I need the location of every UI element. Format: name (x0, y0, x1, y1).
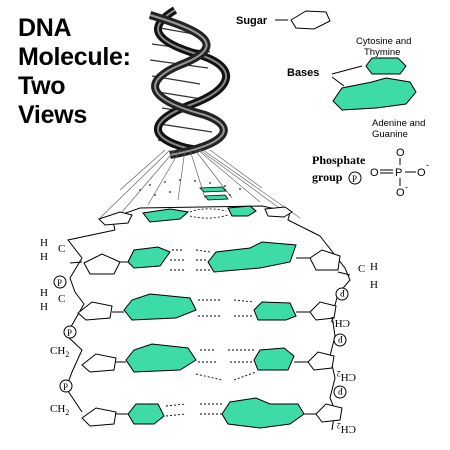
perspective-left-sugar (98, 211, 133, 226)
left-h-3: H (40, 287, 48, 299)
left-h-4: H (40, 301, 48, 313)
row4-sugar-left (81, 407, 117, 427)
base-pair-row-4 (81, 397, 343, 429)
row4-h-bonds (165, 403, 222, 417)
right-phosphates: P P P (333, 287, 349, 399)
helix-strand-1-highlight (157, 9, 228, 151)
formula-minus-bottom: - (405, 182, 408, 192)
row2-base-right (253, 301, 297, 321)
row1-sugar-right (309, 249, 341, 271)
formula-o-right: O (417, 167, 426, 179)
row4-base-left (127, 403, 165, 425)
ladder-labels-left: H H C H H C CH2 CH2 (40, 237, 69, 417)
right-phosphate-1: P (340, 288, 345, 298)
row1-h-bonds (170, 249, 212, 271)
legend-bases-label: Bases (287, 67, 319, 79)
legend: Sugar Cytosine and Thymine Bases Adenine… (236, 10, 429, 199)
left-phosphate-2: P (67, 328, 72, 338)
right-h-2: H (370, 279, 378, 291)
perspective-h-bond (189, 208, 229, 219)
legend-purine-line1: Adenine and (372, 118, 425, 129)
legend-sugar-icon (290, 10, 331, 30)
formula-minus-right: - (426, 160, 429, 170)
right-h-1: H (370, 261, 378, 273)
row3-sugar-right (307, 351, 335, 371)
fan-mini-base-2 (204, 194, 229, 201)
perspective-right-sugar (264, 206, 293, 218)
fan-dots (139, 179, 241, 196)
left-phosphates: P P P (53, 275, 77, 393)
title-line-4: Views (18, 101, 87, 129)
perspective-base-right (227, 205, 257, 217)
perspective-base-left (142, 208, 190, 223)
left-h-1: H (40, 237, 48, 249)
formula-p: P (395, 167, 402, 179)
legend-phosphate-line1: Phosphate (312, 153, 366, 167)
row2-h-bonds (198, 299, 255, 317)
title-line-1: DNA (18, 14, 72, 42)
row3-h-bonds (195, 349, 257, 381)
left-h-2: H (40, 251, 48, 263)
ladder-labels-right: C H H CH2 CH2 CH2 (331, 261, 378, 435)
top-perspective-row (98, 205, 321, 237)
right-ch2-2: CH2 (337, 369, 356, 383)
row4-sugar-right (315, 403, 343, 423)
left-c-2: C (58, 293, 65, 305)
phosphate-formula: O O P O - O - (370, 147, 429, 199)
right-phosphate-2: P (338, 334, 343, 344)
row2-base-left (123, 293, 197, 321)
left-backbone (65, 229, 116, 413)
row1-base-right (207, 241, 297, 273)
legend-pyrimidine-icon (365, 57, 407, 75)
row1-sugar-left (83, 253, 121, 275)
row1-base-left (127, 246, 171, 269)
legend-purine-line2: Guanine (372, 129, 408, 140)
formula-o-top: O (396, 147, 405, 159)
double-helix (148, 6, 231, 159)
right-c-1: C (358, 263, 365, 275)
title-line-2: Molecule: (18, 43, 131, 71)
formula-o-bottom: O (396, 187, 405, 199)
left-c-1: C (58, 243, 65, 255)
left-phosphate-1: P (57, 278, 62, 288)
left-ch2-2: CH2 (50, 403, 69, 417)
row3-base-right (253, 347, 295, 371)
left-phosphate-3: P (63, 382, 68, 392)
legend-phosphate-symbol: P (352, 174, 357, 184)
base-pair-row-1 (83, 241, 341, 275)
base-pair-row-2 (77, 293, 337, 321)
row2-sugar-right (309, 301, 337, 321)
row2-sugar-left (77, 301, 113, 321)
legend-phosphate-line2: group (312, 170, 343, 184)
helix-strand-2-highlight (149, 14, 225, 156)
legend-pyrimidine-line2: Thymine (364, 47, 400, 58)
title-line-3: Two (18, 72, 66, 100)
right-ch2-1: CH2 (331, 315, 350, 329)
row3-base-left (125, 343, 197, 373)
right-phosphate-3: P (338, 386, 343, 396)
row3-sugar-left (81, 353, 117, 373)
legend-sugar-label: Sugar (236, 15, 268, 27)
right-ch2-3: CH2 (337, 421, 356, 435)
fan-mini-base-1 (199, 186, 227, 193)
left-ch2-1: CH2 (50, 345, 69, 359)
legend-pyrimidine-line1: Cytosine and (356, 36, 411, 47)
base-pair-row-3 (81, 343, 335, 381)
legend-purine-icon (332, 77, 417, 111)
formula-o-left: O (370, 167, 379, 179)
row4-base-right (221, 397, 305, 429)
legend-phosphate-icon (348, 171, 362, 185)
